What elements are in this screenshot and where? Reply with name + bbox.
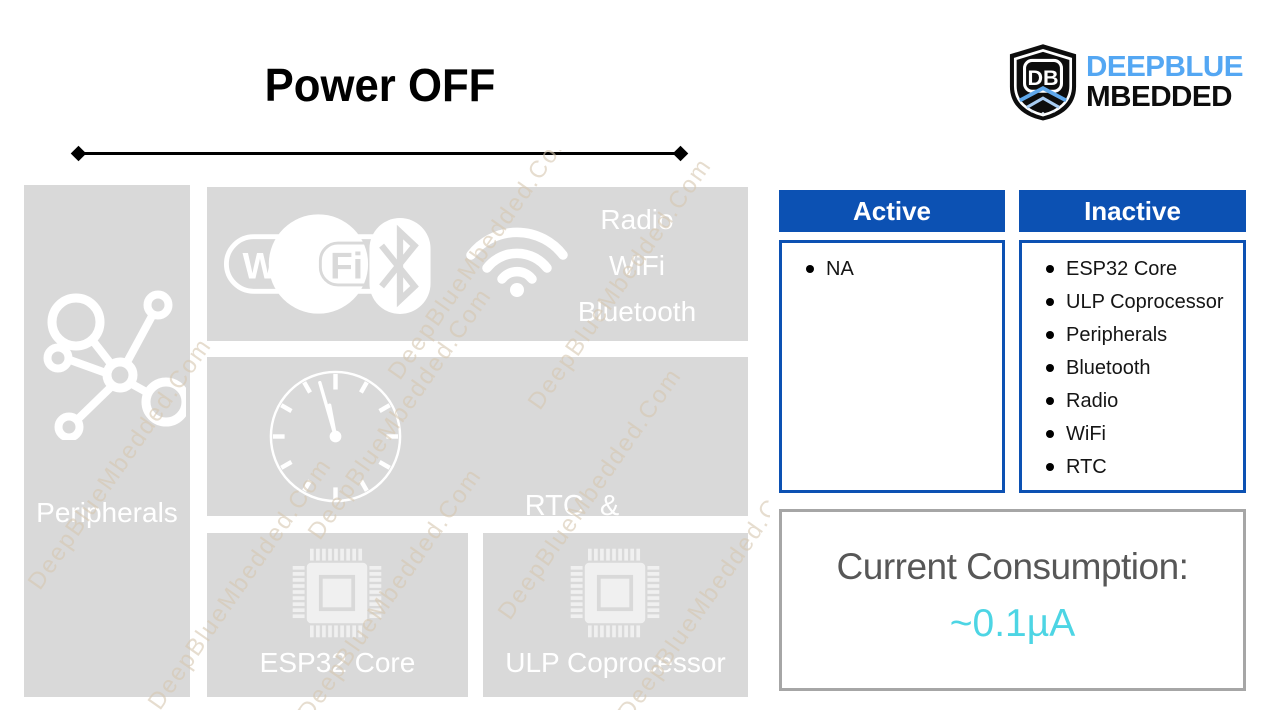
wifi-signal-icon bbox=[466, 227, 568, 297]
list-item: WiFi bbox=[1044, 424, 1243, 445]
esp32-core-label: ESP32 Core bbox=[259, 647, 416, 678]
bluetooth-icon bbox=[369, 218, 431, 314]
list-item: Radio bbox=[1044, 391, 1243, 412]
deepblue-mbedded-logo: DB DEEPBLUE MBEDDED bbox=[1006, 42, 1244, 122]
active-header: Active bbox=[779, 190, 1005, 232]
list-item: NA bbox=[804, 259, 1002, 280]
radio-label-line: Radio bbox=[600, 204, 674, 235]
chip-icon bbox=[570, 548, 660, 638]
current-consumption-value: ~0.1µA bbox=[949, 602, 1076, 645]
active-list-box: NA bbox=[779, 240, 1005, 493]
diamond-endpoint-right bbox=[672, 145, 689, 162]
peripherals-label: Peripherals bbox=[36, 497, 178, 528]
esp32-core-block: ESP32 Core bbox=[207, 533, 468, 697]
logo-wordmark-mbedded: MBEDDED bbox=[1086, 81, 1232, 113]
chip-icon bbox=[292, 548, 382, 638]
inactive-header: Inactive bbox=[1019, 190, 1246, 232]
radio-wifi-bluetooth-block: Wi Fi Radio WiFi Bluetooth bbox=[207, 187, 748, 341]
rtc-label-line1: RTC & bbox=[524, 490, 620, 522]
list-item: Peripherals bbox=[1044, 325, 1243, 346]
rtc-block: RTC & RTC Peripherals bbox=[207, 357, 748, 663]
current-consumption-label: Current Consumption: bbox=[836, 546, 1189, 587]
shield-logo-icon: DB bbox=[1009, 44, 1077, 121]
current-consumption-box: Current Consumption: ~0.1µA bbox=[779, 509, 1246, 691]
wifi-logo-wi-text: Wi bbox=[242, 246, 287, 287]
page-title: Power OFF bbox=[264, 59, 496, 111]
radio-block-label: Radio WiFi Bluetooth bbox=[537, 197, 737, 335]
logo-wordmark-deepblue: DEEPBLUE bbox=[1086, 51, 1244, 83]
peripherals-block: Peripherals bbox=[24, 185, 190, 697]
wifi-logo-fi-text: Fi bbox=[330, 246, 363, 287]
list-item: RTC bbox=[1044, 457, 1243, 478]
list-item: Bluetooth bbox=[1044, 358, 1243, 379]
diamond-endpoint-left bbox=[70, 145, 87, 162]
wifi-alliance-logo-icon: Wi Fi bbox=[223, 214, 408, 314]
active-list: NA bbox=[804, 259, 1002, 280]
ulp-coprocessor-label: ULP Coprocessor bbox=[505, 647, 726, 678]
ulp-coprocessor-block: ULP Coprocessor bbox=[483, 533, 748, 697]
list-item: ULP Coprocessor bbox=[1044, 292, 1243, 313]
wifi-label-line: WiFi bbox=[609, 250, 665, 281]
network-nodes-icon bbox=[43, 290, 186, 440]
bluetooth-label-line: Bluetooth bbox=[577, 296, 697, 327]
list-item: ESP32 Core bbox=[1044, 259, 1243, 280]
clock-icon bbox=[269, 370, 402, 503]
title-underline bbox=[82, 152, 678, 155]
